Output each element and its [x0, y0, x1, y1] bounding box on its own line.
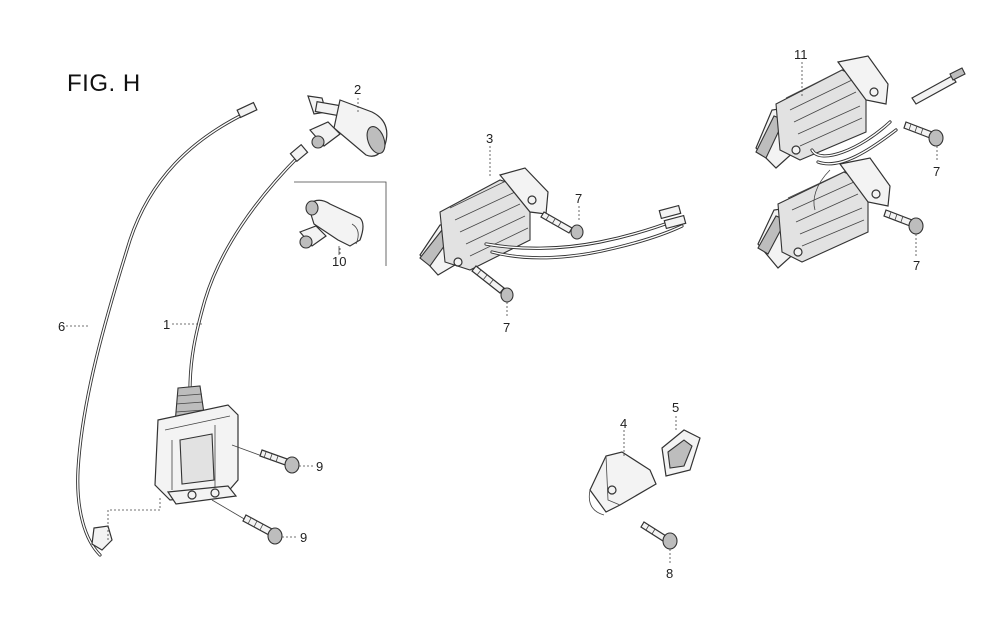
- bolt-part-7-coil3-lower: [471, 265, 514, 303]
- terminal-pin: [911, 67, 966, 105]
- ignition-coil-part-1: [154, 143, 309, 505]
- bolt-part-7-lower-coil: [883, 209, 924, 235]
- grommet-part-5: [661, 429, 701, 477]
- callout-7-lower-coil: 7: [913, 258, 920, 273]
- callout-5: 5: [672, 400, 679, 415]
- callout-8: 8: [666, 566, 673, 581]
- callout-9-lower: 9: [300, 530, 307, 545]
- ground-wire-part-6: [76, 101, 258, 557]
- callout-7-coil3-lower: 7: [503, 320, 510, 335]
- plug-cap-part-10: [294, 181, 387, 266]
- callout-11: 11: [794, 47, 808, 62]
- callout-9-upper: 9: [316, 459, 323, 474]
- callout-4: 4: [620, 416, 627, 431]
- callout-6: 6: [58, 319, 65, 334]
- bolt-part-9-lower: [211, 499, 283, 545]
- figure-title: FIG. H: [67, 70, 141, 97]
- plug-cap-part-2: [307, 95, 388, 157]
- leader-lines: [62, 62, 938, 564]
- bolt-part-9-upper: [231, 444, 300, 474]
- callout-7-coil3-right: 7: [575, 191, 582, 206]
- callout-3: 3: [486, 131, 493, 146]
- charge-coil-part-3: [419, 167, 687, 276]
- exciter-coil-lower: [757, 157, 891, 269]
- bolt-part-7-coil11: [903, 121, 944, 147]
- callout-7-coil11: 7: [933, 164, 940, 179]
- callout-1: 1: [163, 317, 170, 332]
- exciter-coil-part-11: [755, 55, 889, 169]
- bolt-part-7-coil3-right: [540, 211, 584, 240]
- callout-2: 2: [354, 82, 361, 97]
- bracket-part-4: [588, 451, 657, 516]
- bolt-part-8: [640, 521, 678, 550]
- exciter-coil-wires: [810, 120, 898, 211]
- callout-10: 10: [332, 254, 346, 269]
